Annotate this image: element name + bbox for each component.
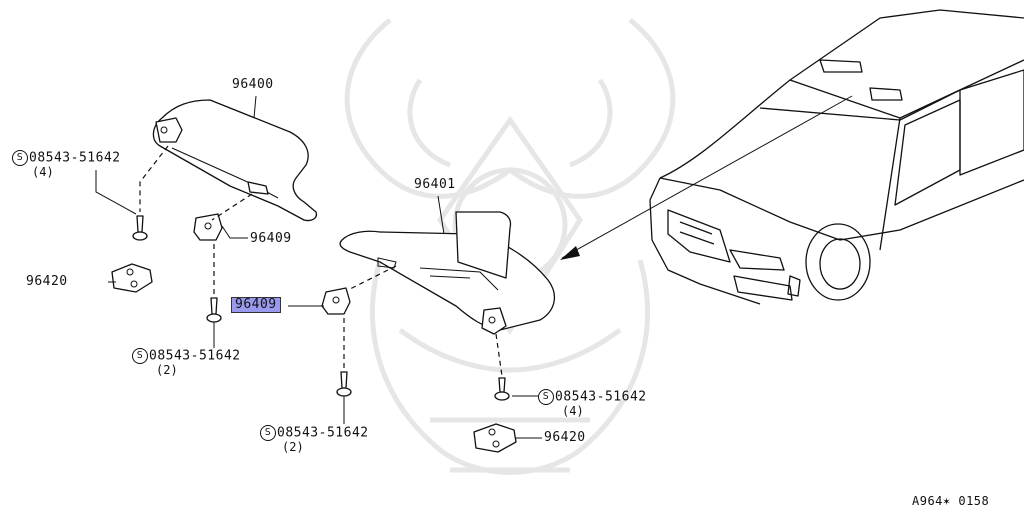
callout-96409-selected[interactable]: 96409 — [231, 297, 281, 313]
standard-part-s-mark: S — [538, 389, 554, 405]
screw-right[interactable] — [494, 377, 510, 401]
screw-top-left[interactable] — [132, 215, 148, 241]
car-illustration — [649, 9, 1024, 305]
clip-96420-left[interactable] — [111, 263, 153, 293]
screw-part-number: 08543-51642 — [149, 348, 241, 364]
sun-visor-96401[interactable] — [339, 211, 556, 335]
callout-96400[interactable]: 96400 — [232, 77, 274, 92]
qty-screw-mid-left: (2) — [156, 363, 178, 377]
assembly-lines — [139, 145, 503, 377]
screw-part-number: 08543-51642 — [555, 389, 647, 405]
holder-96409-lower[interactable] — [321, 287, 351, 315]
callout-96420-right[interactable]: 96420 — [544, 430, 586, 445]
qty-screw-right: (4) — [562, 404, 584, 418]
screw-part-number: 08543-51642 — [277, 425, 369, 441]
callout-96409-upper[interactable]: 96409 — [250, 231, 292, 246]
qty-screw-bottom: (2) — [282, 440, 304, 454]
clip-96420-right[interactable] — [473, 423, 517, 453]
standard-part-s-mark: S — [12, 150, 28, 166]
location-arrow — [560, 95, 853, 260]
screw-mid-left[interactable] — [206, 297, 222, 323]
holder-96409-upper[interactable] — [193, 213, 223, 241]
callout-96420-left[interactable]: 96420 — [26, 274, 68, 289]
sun-visor-96400[interactable] — [152, 99, 318, 222]
standard-part-s-mark: S — [132, 348, 148, 364]
leader-lines — [95, 95, 542, 439]
standard-part-s-mark: S — [260, 425, 276, 441]
callout-96401[interactable]: 96401 — [414, 177, 456, 192]
screw-bottom[interactable] — [336, 371, 352, 397]
screw-part-number: 08543-51642 — [29, 150, 121, 166]
diagram-code: A964✶ 0158 — [912, 494, 990, 508]
qty-screw-top-left: (4) — [32, 165, 54, 179]
